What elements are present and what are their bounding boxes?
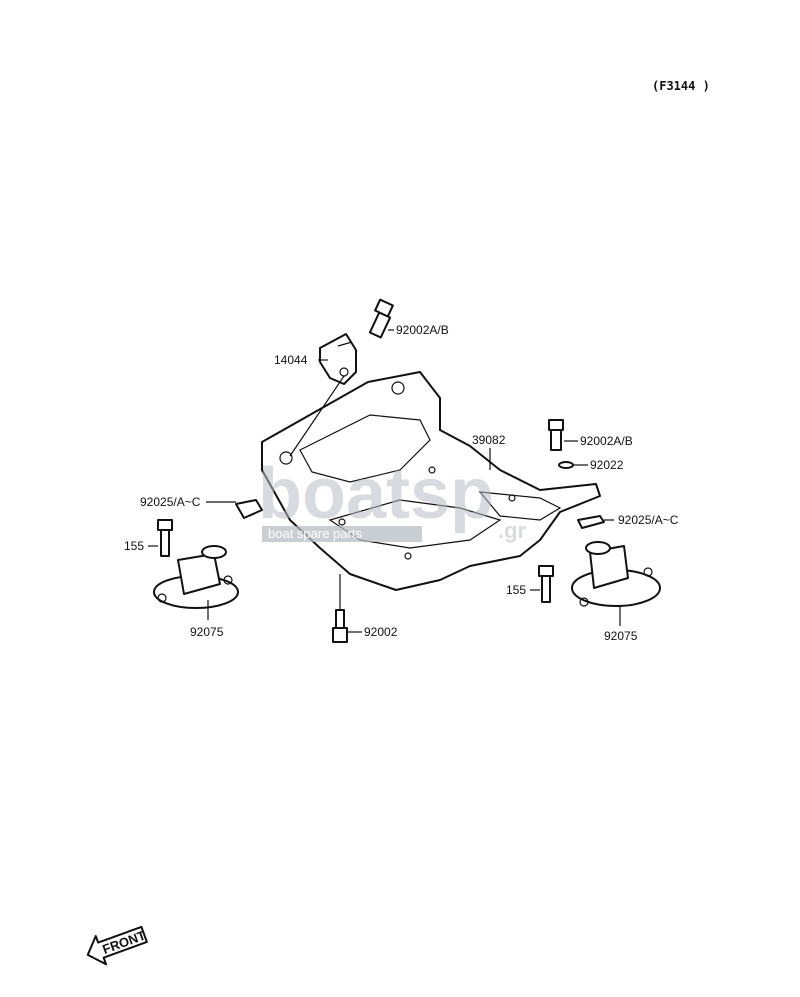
mount-right-part bbox=[571, 541, 661, 607]
shim-left-part bbox=[235, 499, 263, 519]
label-bolt-top: 92002A/B bbox=[396, 323, 449, 337]
leader-lines bbox=[148, 329, 621, 633]
label-bracket: 14044 bbox=[274, 353, 308, 367]
label-bolt-mount-left: 155 bbox=[124, 539, 144, 553]
front-arrow: FRONT bbox=[86, 925, 148, 966]
bolt-top-part bbox=[368, 298, 394, 339]
mount-left-part bbox=[153, 545, 239, 609]
label-shim-left: 92025/A~C bbox=[140, 495, 201, 509]
label-shim-right: 92025/A~C bbox=[618, 513, 679, 527]
bolt-mount-left-part bbox=[157, 519, 173, 557]
label-bolt-bottom: 92002 bbox=[364, 625, 398, 639]
label-mount-right: 92075 bbox=[604, 629, 638, 643]
diagram-code: (F3144 ) bbox=[652, 79, 710, 93]
label-engine-bed: 39082 bbox=[472, 433, 506, 447]
watermark-brand: boatsp bbox=[258, 454, 494, 534]
label-washer-right: 92022 bbox=[590, 458, 624, 472]
watermark-suffix: .gr bbox=[498, 518, 527, 543]
bolt-bottom-part bbox=[332, 609, 348, 643]
label-bolt-mount-right: 155 bbox=[506, 583, 526, 597]
bolt-mount-right-part bbox=[538, 565, 554, 603]
shim-right-part bbox=[577, 515, 605, 529]
bolt-right-part bbox=[548, 419, 564, 451]
washer-right-part bbox=[558, 461, 574, 469]
label-bolt-right: 92002A/B bbox=[580, 434, 633, 448]
label-mount-left: 92075 bbox=[190, 625, 224, 639]
watermark: boatsp .gr boat spare parts bbox=[258, 454, 527, 543]
watermark-tagline: boat spare parts bbox=[268, 526, 362, 541]
front-arrow-label: FRONT bbox=[100, 928, 147, 957]
bracket-part bbox=[319, 333, 357, 385]
